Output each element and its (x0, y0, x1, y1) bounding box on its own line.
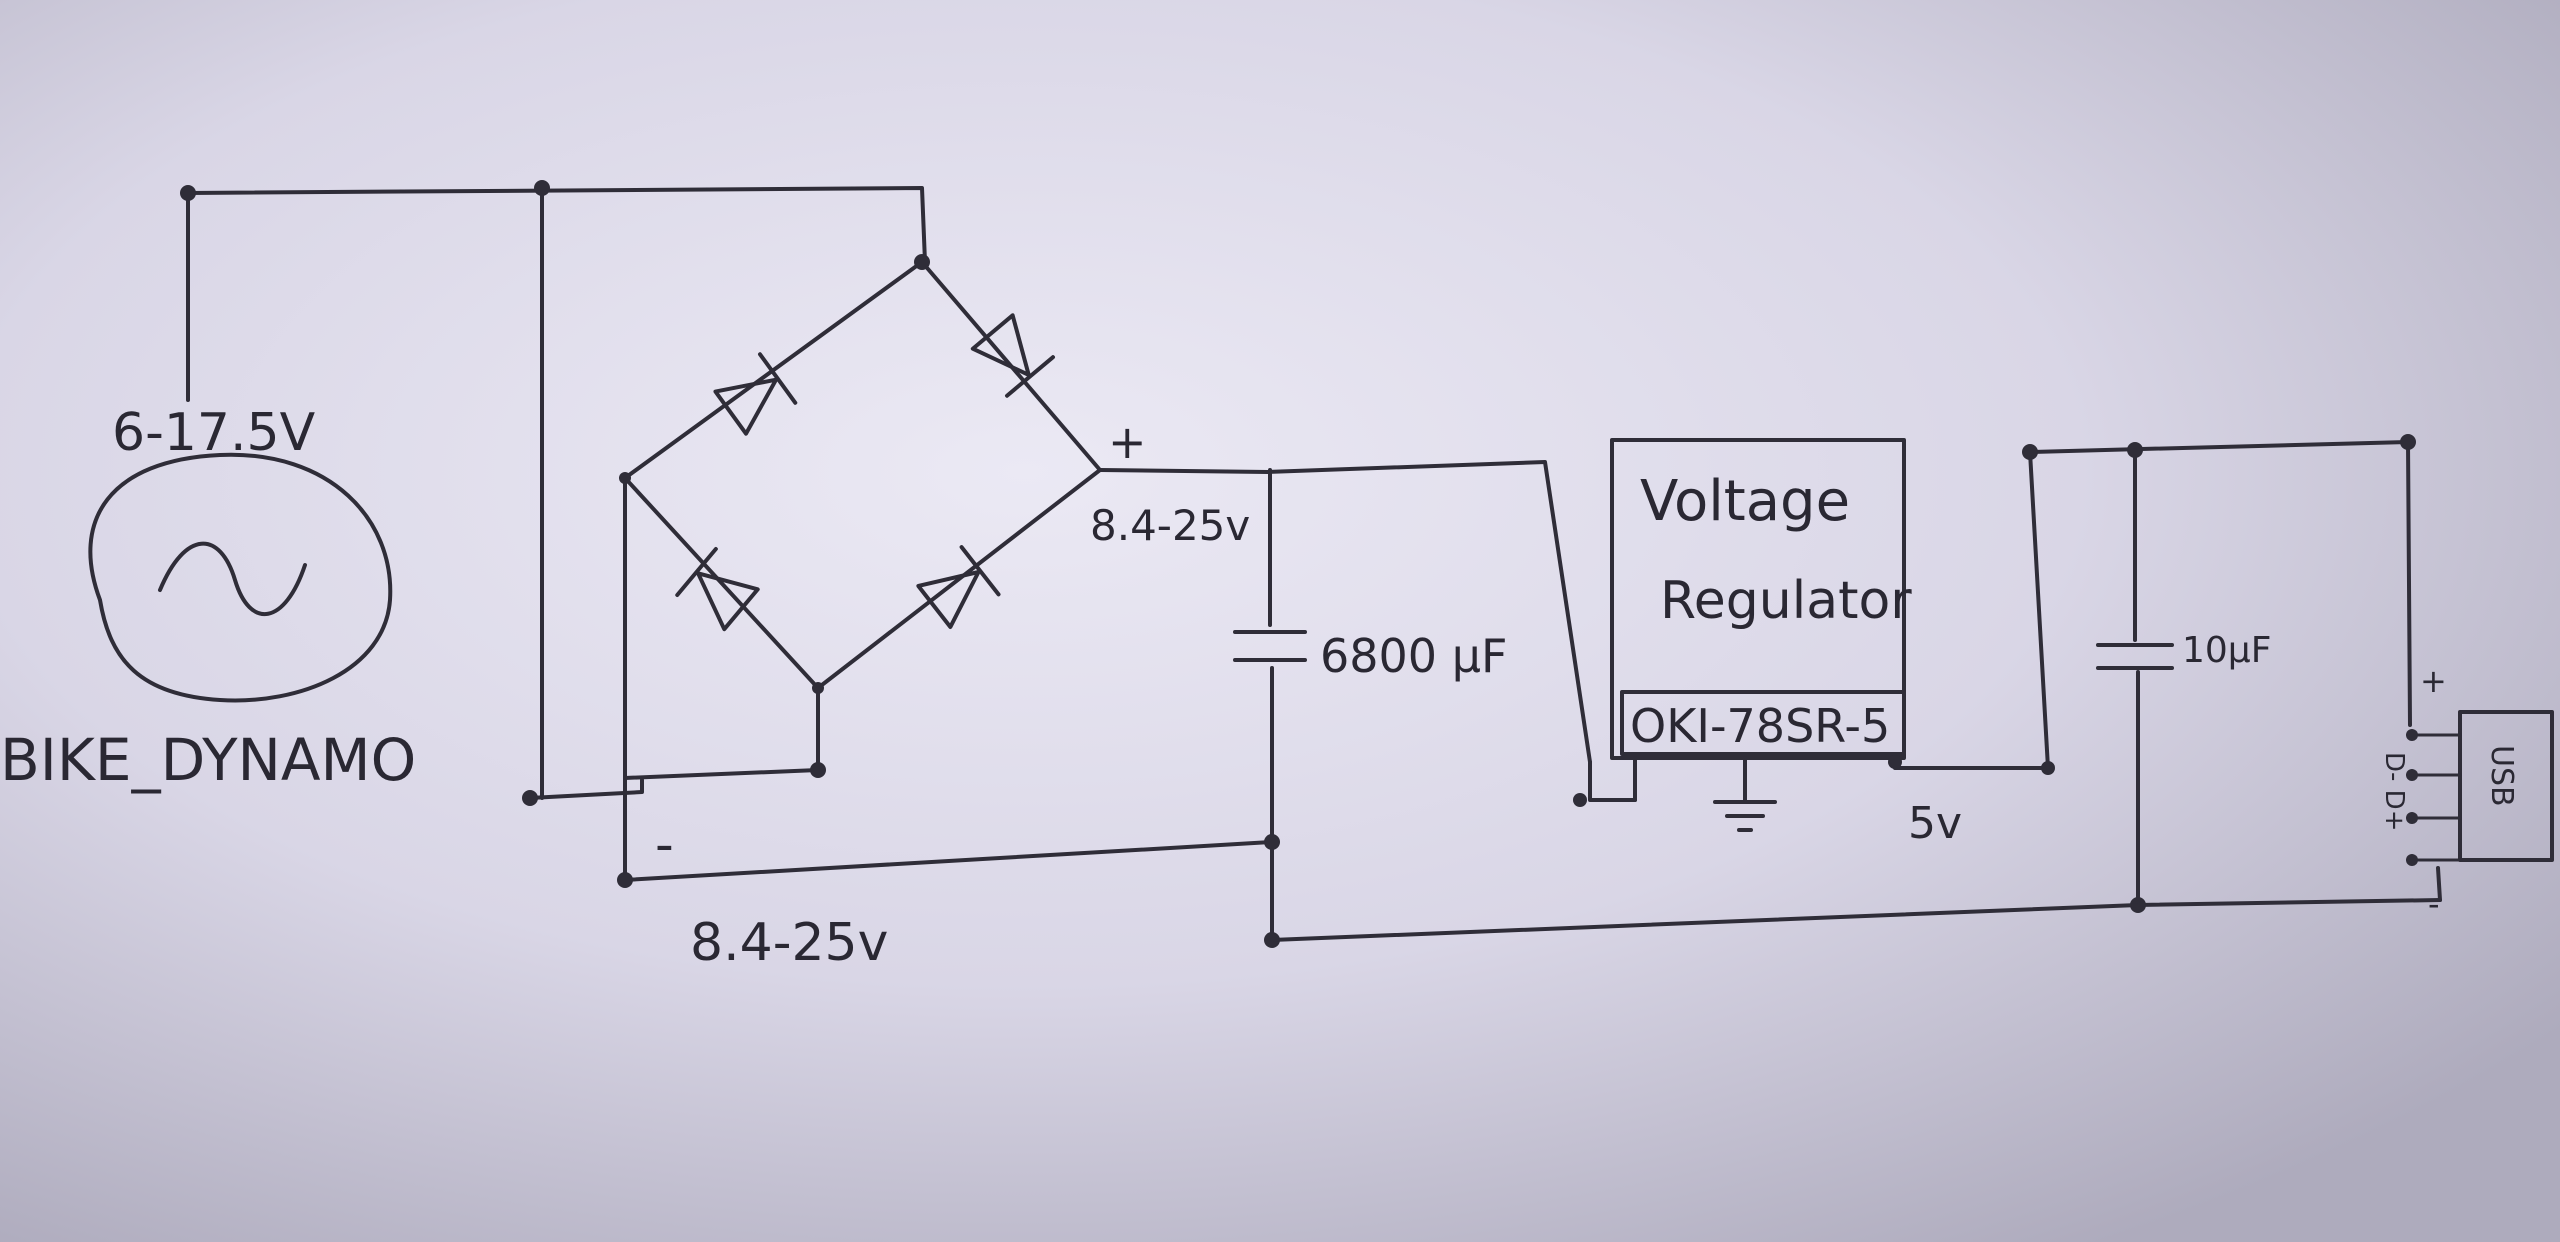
junction-dot (534, 180, 550, 196)
junction-dot (914, 254, 930, 270)
junction-dot (810, 762, 826, 778)
usb-data-pins-label: D- D+ (2379, 752, 2409, 831)
dynamo-bottom-lead (528, 778, 644, 800)
usb-connector: USB + D- D+ - (2379, 662, 2554, 923)
output-voltage-label: 5v (1908, 798, 1962, 849)
voltage-regulator: Voltage Regulator OKI-78SR-5 5v (1573, 438, 2055, 849)
ac-sine-icon (158, 541, 307, 617)
regulator-box (1610, 438, 1906, 760)
junction-dot (617, 872, 633, 888)
bridge-negative-rail: - 8.4-25v (617, 476, 1274, 973)
usb-pin-ground (2406, 854, 2418, 866)
ground-rail (1270, 898, 2442, 942)
dynamo-top-lead (186, 186, 927, 402)
out-pos-rail (2028, 440, 2412, 770)
ground-icon (1713, 756, 1777, 832)
regulator-part-box (1620, 690, 1906, 756)
rectified-voltage-top-label: 8.4-25v (1090, 501, 1250, 550)
source-voltage-label: 6-17.5V (112, 403, 316, 463)
usb-pin-vbus (2406, 729, 2418, 741)
junction-dot (2400, 434, 2416, 450)
junction-dot (180, 185, 196, 201)
regulator-title-line2: Regulator (1660, 571, 1912, 631)
usb-ground-lead (2436, 866, 2442, 902)
capacitor-6800uf: 6800 μF (1233, 468, 1507, 948)
junction-dot (522, 790, 538, 806)
rectified-negative-sign: - (655, 815, 674, 875)
usb-pin-dplus (2406, 812, 2418, 824)
reg-input-lead (1588, 760, 1637, 802)
usb-plus-label: + (2420, 662, 2447, 700)
usb-label: USB (2484, 745, 2519, 807)
pos-rail (1098, 460, 1592, 764)
bridge-positive-rail: + 8.4-25v (1090, 415, 1592, 764)
usb-pin-dminus (2406, 769, 2418, 781)
source-name-label: BIKE_DYNAMO (0, 726, 416, 794)
diode-top-right (970, 313, 1055, 398)
junction-dot (1573, 793, 1587, 807)
diode-top-left (713, 352, 798, 436)
rectified-voltage-bottom-label: 8.4-25v (690, 913, 888, 973)
usb-body (2458, 710, 2554, 862)
capacitor-10uf: 10μF (2096, 448, 2271, 907)
junction-dot (2022, 444, 2038, 460)
output-section: 10μF (1270, 434, 2442, 942)
dynamo-leads (180, 180, 927, 806)
bike-dynamo: 6-17.5V BIKE_DYNAMO (0, 403, 416, 794)
dynamo-body (88, 452, 393, 703)
neg-rail (623, 840, 1274, 882)
junction-dot (1264, 834, 1280, 850)
junction-dot (1888, 755, 1902, 769)
cap2-label: 10μF (2182, 630, 2271, 671)
regulator-part-number: OKI-78SR-5 (1630, 699, 1890, 753)
diode-bottom-left (675, 547, 760, 632)
cap1-label: 6800 μF (1320, 629, 1507, 683)
rectified-positive-sign: + (1108, 415, 1147, 469)
regulator-title-line1: Voltage (1640, 469, 1850, 534)
diode-bottom-right (916, 545, 1001, 629)
usb-minus-label: - (2428, 885, 2440, 923)
